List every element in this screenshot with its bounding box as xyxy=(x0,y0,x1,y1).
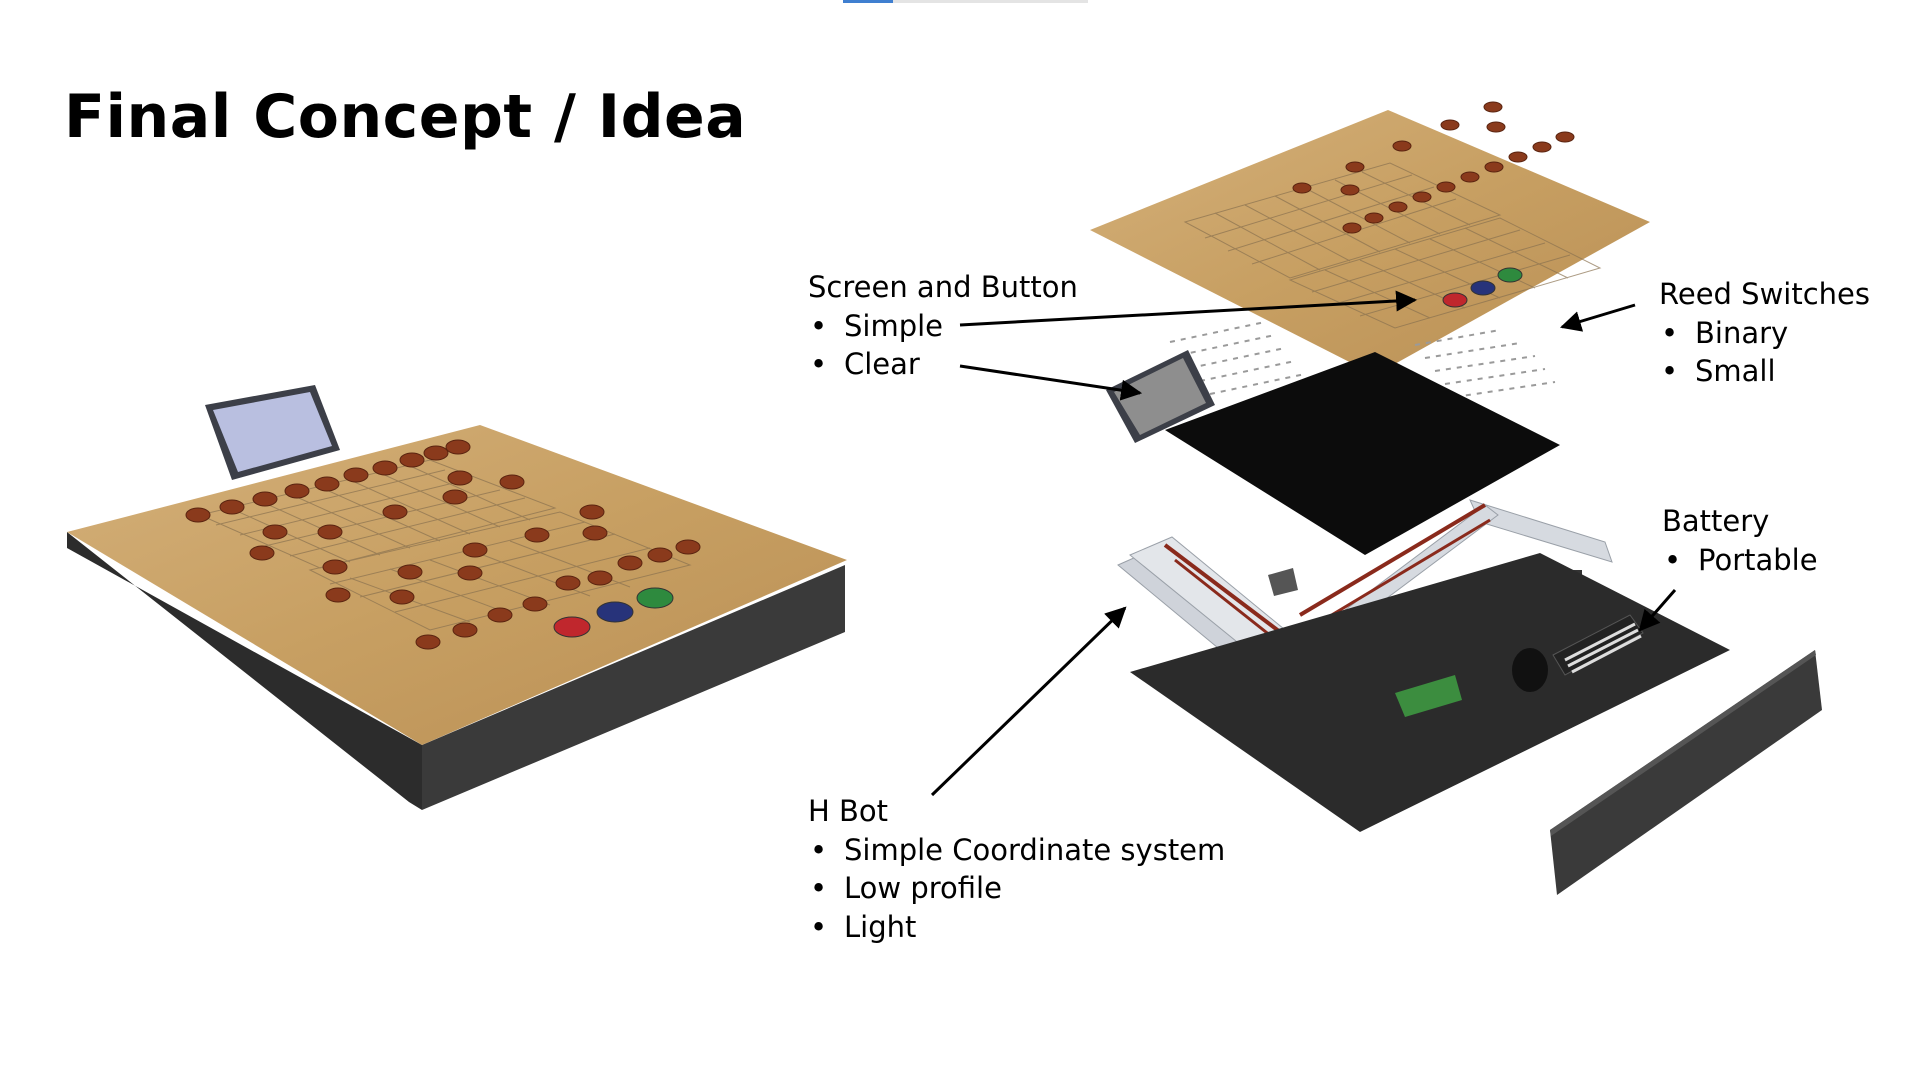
side-panel xyxy=(1550,650,1822,895)
annotation-hbot: H Bot Simple Coordinate system Low profi… xyxy=(808,792,1225,946)
annotation-bullet: Clear xyxy=(808,345,1078,384)
page-title: Final Concept / Idea xyxy=(64,82,747,152)
board-pieces xyxy=(185,439,701,650)
annotation-bullet: Light xyxy=(808,908,1225,947)
top-progress-bar xyxy=(843,0,1088,3)
board-base-right xyxy=(422,565,845,810)
arrow-hbot xyxy=(930,606,1127,797)
annotation-heading: Reed Switches xyxy=(1659,277,1870,311)
board-base-left xyxy=(67,532,422,810)
reed-switch-panel xyxy=(1165,352,1560,555)
reed-switches xyxy=(1169,321,1556,398)
board-screen xyxy=(205,385,340,480)
base-plate xyxy=(1130,553,1730,832)
annotation-reed-switches: Reed Switches Binary Small xyxy=(1659,275,1870,391)
annotation-screen-button: Screen and Button Simple Clear xyxy=(808,268,1078,384)
annotation-bullet: Simple xyxy=(808,307,1078,346)
annotation-heading: Battery xyxy=(1662,504,1770,538)
top-progress-accent xyxy=(843,0,893,3)
annotation-bullet: Low profile xyxy=(808,869,1225,908)
annotation-bullet: Binary xyxy=(1659,314,1870,353)
assembled-board xyxy=(67,385,847,810)
arrow-battery xyxy=(1638,589,1677,632)
annotation-bullet: Simple Coordinate system xyxy=(808,831,1225,870)
arrow-reed-switches xyxy=(1559,303,1636,332)
annotation-heading: H Bot xyxy=(808,794,889,828)
exploded-screen xyxy=(1106,350,1215,443)
board-buttons xyxy=(553,587,674,638)
exploded-board-top xyxy=(1090,101,1650,375)
annotation-battery: Battery Portable xyxy=(1662,502,1818,579)
annotation-bullet: Small xyxy=(1659,352,1870,391)
annotation-heading: Screen and Button xyxy=(808,270,1078,304)
annotation-bullet: Portable xyxy=(1662,541,1818,580)
